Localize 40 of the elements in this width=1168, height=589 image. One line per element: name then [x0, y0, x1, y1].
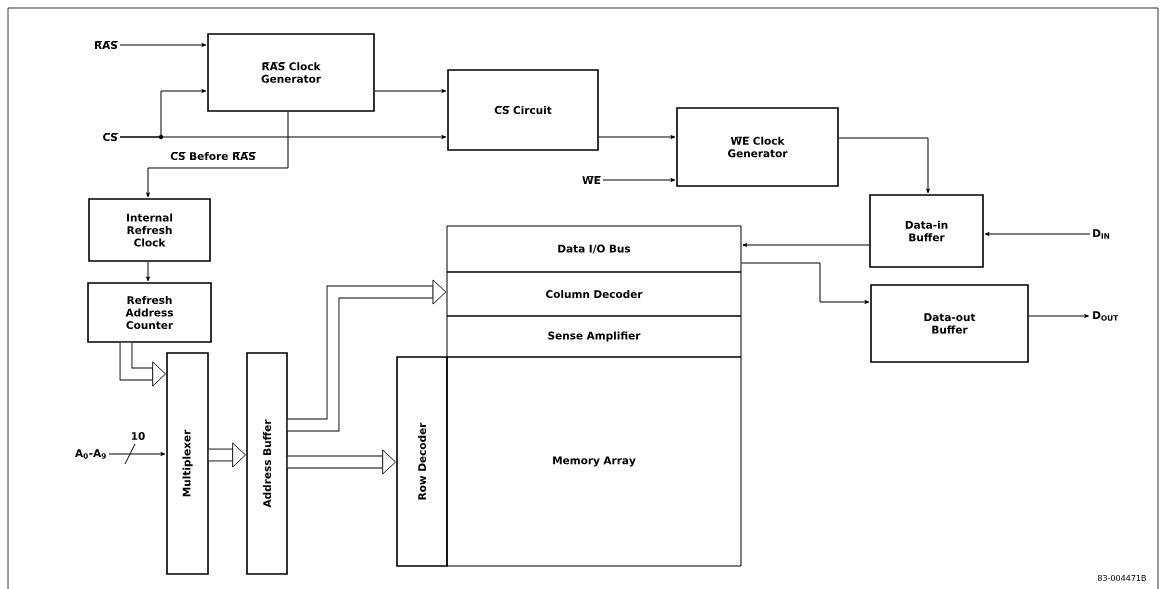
buffer-box: Data-in Buffer [869, 194, 984, 268]
edge-label: C̅S̅ Before R̅A̅S̅ [169, 150, 257, 162]
arrow [602, 178, 676, 182]
refresh-clock-box: Internal Refresh Clock [88, 198, 211, 262]
arrow [108, 452, 166, 456]
arrow [598, 135, 676, 139]
arrow [1028, 314, 1089, 318]
signal-label: R̅A̅S̅ [95, 40, 118, 50]
bus-row: Data I/O Bus [446, 225, 742, 273]
address-buffer-box: Address Buffer [246, 352, 288, 575]
signal-label: C̅S̅ [103, 132, 118, 142]
arrow [119, 43, 207, 47]
arrow [119, 135, 447, 139]
figure-number: 83-004471B [1097, 574, 1146, 581]
bus-arrow [287, 449, 396, 475]
counter-box: Refresh Address Counter [87, 282, 212, 343]
arrow [984, 232, 1091, 236]
arrow [741, 262, 870, 304]
bus-arrow [119, 342, 166, 387]
clock-generator-box: W̅E̅ Clock Generator [676, 107, 839, 187]
signal-label: D$_{IN}$ [1093, 229, 1110, 239]
buffer-box: Data-out Buffer [870, 284, 1029, 363]
clock-generator-box: R̅A̅S̅ Clock Generator [207, 33, 375, 112]
signal-label: D$_{OUT}$ [1093, 311, 1119, 321]
edge-label: 10 [129, 431, 147, 441]
decoder-row: Column Decoder [446, 271, 742, 317]
signal-label: A$_{0}$-A$_{9}$ [75, 449, 106, 459]
arrow [838, 137, 930, 194]
row-decoder-box: Row Decoder [396, 356, 448, 567]
arrow [146, 111, 289, 198]
arrow [146, 261, 150, 282]
bus-arrow [208, 442, 246, 468]
amplifier-row: Sense Amplifier [446, 315, 742, 358]
memory-array-box: Memory Array [446, 356, 742, 567]
arrow [374, 89, 447, 93]
signal-label: W̅E̅ [582, 176, 601, 184]
bus-arrow [287, 279, 447, 432]
multiplexer-box: Multiplexer [166, 352, 209, 575]
circuit-box: C̅S̅ Circuit [447, 69, 599, 151]
arrow [742, 243, 870, 247]
